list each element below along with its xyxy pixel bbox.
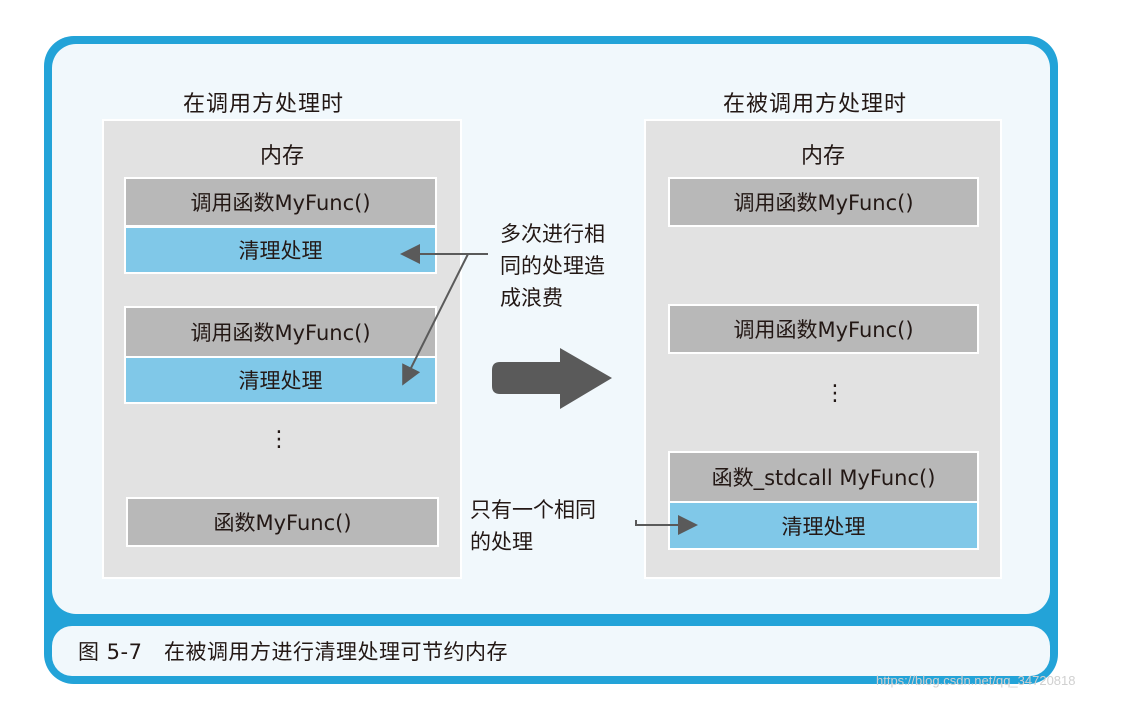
left-cleanup-box-2: 清理处理 xyxy=(124,356,437,404)
right-heading: 在被调用方处理时 xyxy=(723,92,908,117)
left-cleanup-box-1: 清理处理 xyxy=(124,226,437,274)
figure-caption: 图 5-7 在被调用方进行清理处理可节约内存 xyxy=(78,640,508,664)
caption-bar xyxy=(52,626,1050,676)
single-note: 只有一个相同 的处理 xyxy=(470,494,596,558)
single-note-line-2: 的处理 xyxy=(470,530,533,554)
right-memory-label: 内存 xyxy=(800,144,845,169)
waste-note-line-3: 成浪费 xyxy=(500,286,563,310)
arrow-to-right-cleanup-icon xyxy=(635,515,698,535)
left-memory-label: 内存 xyxy=(259,144,304,169)
right-func-box: 函数_stdcall MyFunc() xyxy=(668,451,979,503)
watermark: https://blog.csdn.net/qq_34720818 xyxy=(876,673,1076,688)
single-note-line-1: 只有一个相同 xyxy=(470,498,596,522)
left-func-box: 函数MyFunc() xyxy=(126,497,439,547)
right-call-box-1: 调用函数MyFunc() xyxy=(668,177,979,227)
arrow-to-cleanup-2-icon xyxy=(402,253,469,386)
right-arrow-icon xyxy=(492,348,612,409)
waste-note-line-2: 同的处理造 xyxy=(500,254,605,278)
waste-note: 多次进行相 同的处理造 成浪费 xyxy=(500,218,605,314)
right-call-box-2: 调用函数MyFunc() xyxy=(668,304,979,354)
right-cleanup-box: 清理处理 xyxy=(668,501,979,550)
waste-note-line-1: 多次进行相 xyxy=(500,222,605,246)
left-heading: 在调用方处理时 xyxy=(183,92,345,117)
